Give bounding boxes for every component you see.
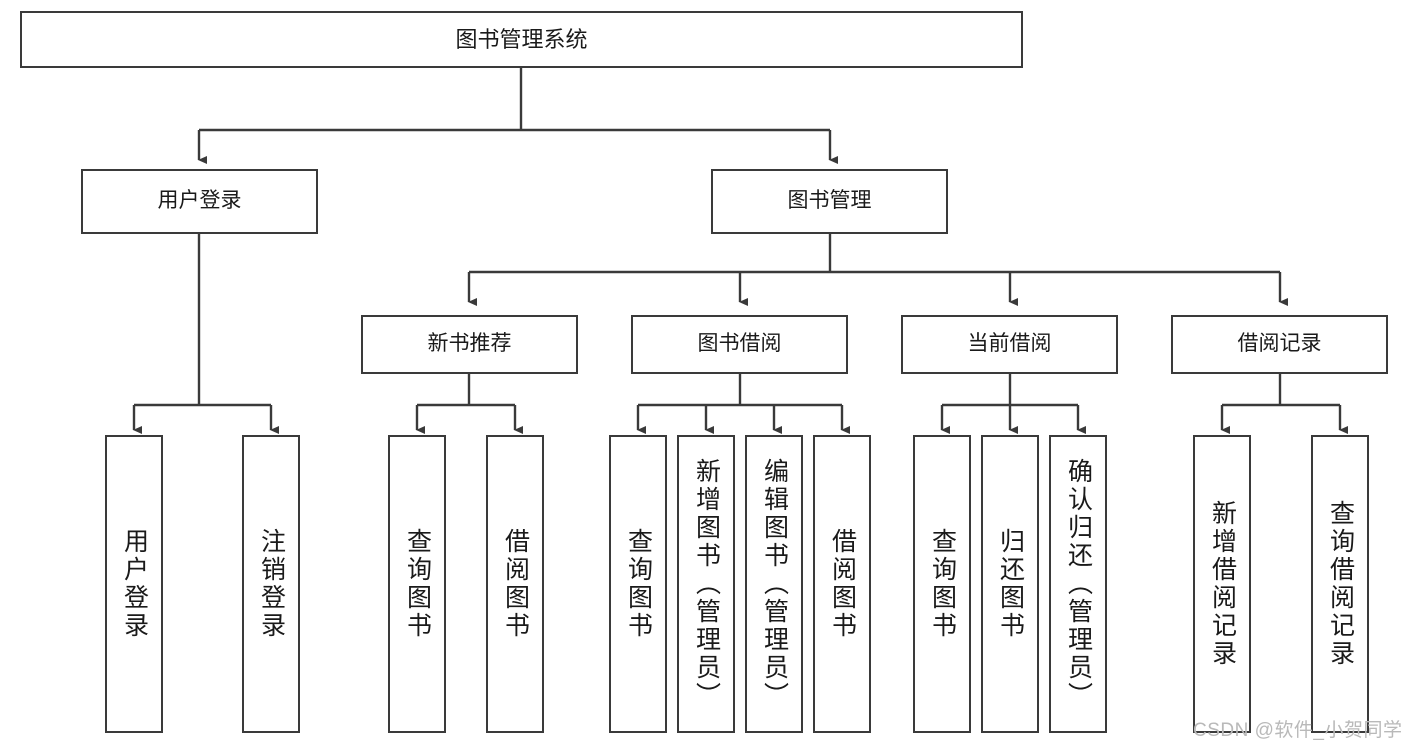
node-borrow-record[interactable]: 借阅记录 xyxy=(1171,315,1388,374)
node-current-borrow[interactable]: 当前借阅 xyxy=(901,315,1118,374)
node-book-management[interactable]: 图书管理 xyxy=(711,169,948,234)
node-label: 查询图书 xyxy=(624,528,653,640)
csdn-watermark: CSDN @软件_小贺同学 xyxy=(1193,720,1403,741)
node-label: 查询图书 xyxy=(403,528,432,640)
node-label: 查询借阅记录 xyxy=(1326,500,1355,668)
node-label: 新书推荐 xyxy=(427,332,512,356)
node-label: 用户登录 xyxy=(120,528,149,640)
node-user-login[interactable]: 用户登录 xyxy=(81,169,318,234)
leaf-add-book-admin[interactable]: 新增图书（管理员） xyxy=(677,435,735,733)
leaf-logout[interactable]: 注销登录 xyxy=(242,435,300,733)
node-label: 借阅图书 xyxy=(828,528,857,640)
node-label: 编辑图书（管理员） xyxy=(760,458,789,710)
node-label: 归还图书 xyxy=(996,528,1025,640)
node-label: 注销登录 xyxy=(257,528,286,640)
leaf-borrow-book[interactable]: 借阅图书 xyxy=(813,435,871,733)
node-label: 图书借阅 xyxy=(697,332,782,356)
node-label: 新增图书（管理员） xyxy=(692,458,721,710)
node-label: 查询图书 xyxy=(928,528,957,640)
node-root-system[interactable]: 图书管理系统 xyxy=(20,11,1023,68)
node-label: 新增借阅记录 xyxy=(1208,500,1237,668)
leaf-borrow-book-recommend[interactable]: 借阅图书 xyxy=(486,435,544,733)
leaf-return-book[interactable]: 归还图书 xyxy=(981,435,1039,733)
node-label: 当前借阅 xyxy=(967,332,1052,356)
node-label: 图书管理系统 xyxy=(455,26,588,52)
leaf-query-book-current[interactable]: 查询图书 xyxy=(913,435,971,733)
node-label: 用户登录 xyxy=(157,189,242,213)
leaf-query-borrow-record[interactable]: 查询借阅记录 xyxy=(1311,435,1369,733)
leaf-add-borrow-record[interactable]: 新增借阅记录 xyxy=(1193,435,1251,733)
leaf-confirm-return-admin[interactable]: 确认归还（管理员） xyxy=(1049,435,1107,733)
leaf-query-book-borrow[interactable]: 查询图书 xyxy=(609,435,667,733)
node-label: 图书管理 xyxy=(787,189,872,213)
node-label: 借阅记录 xyxy=(1237,332,1322,356)
leaf-query-book-recommend[interactable]: 查询图书 xyxy=(388,435,446,733)
leaf-user-login[interactable]: 用户登录 xyxy=(105,435,163,733)
node-book-borrow[interactable]: 图书借阅 xyxy=(631,315,848,374)
leaf-edit-book-admin[interactable]: 编辑图书（管理员） xyxy=(745,435,803,733)
node-label: 借阅图书 xyxy=(501,528,530,640)
node-new-book-recommend[interactable]: 新书推荐 xyxy=(361,315,578,374)
node-label: 确认归还（管理员） xyxy=(1064,458,1093,710)
